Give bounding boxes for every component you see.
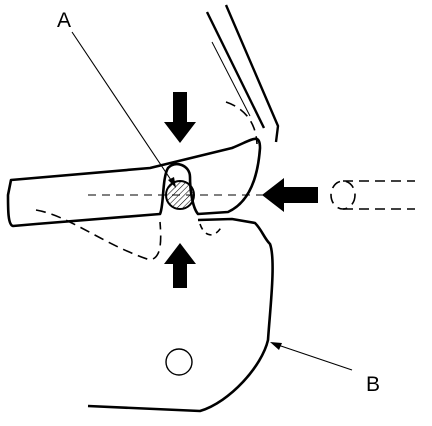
insert-tool: [330, 180, 415, 210]
callout-b: B: [270, 342, 380, 396]
arrow-left-icon: [262, 178, 318, 212]
pivot-hole: [165, 348, 193, 376]
arrow-up-icon: [164, 243, 196, 288]
upper-handle: [205, 4, 280, 143]
callout-a-label: A: [57, 9, 71, 32]
upper-jaw: [6, 101, 262, 228]
callout-a: A: [57, 9, 176, 188]
force-arrows: [164, 92, 318, 288]
lower-jaw: [35, 209, 274, 413]
arrow-down-icon: [164, 92, 196, 143]
callout-b-label: B: [366, 373, 380, 396]
